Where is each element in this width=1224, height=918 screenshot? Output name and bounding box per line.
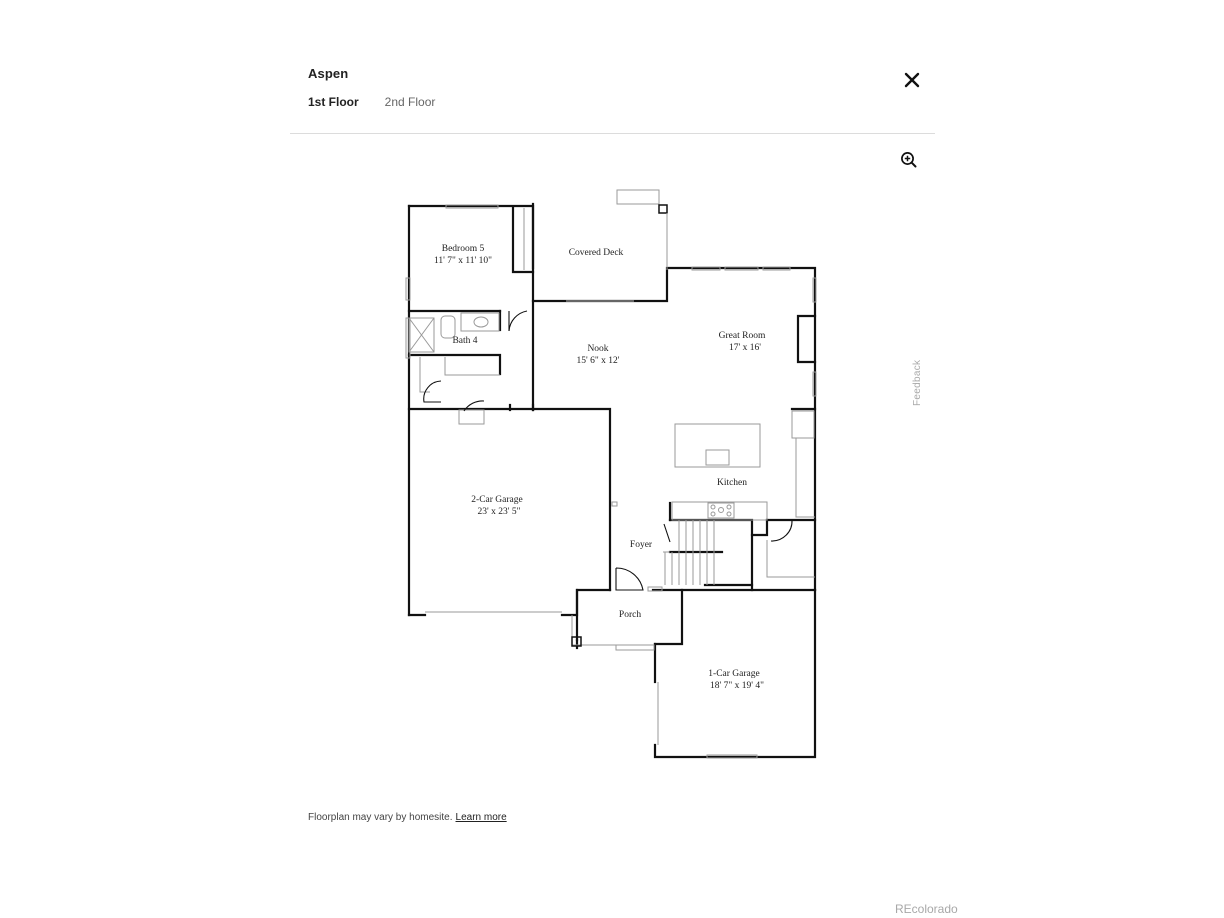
zoom-in-button[interactable] <box>900 151 918 169</box>
disclaimer: Floorplan may vary by homesite.Learn mor… <box>308 812 507 823</box>
room-dims-1-car-garage: 18' 7" x 19' 4" <box>710 681 764 691</box>
tab-1st-floor[interactable]: 1st Floor <box>308 95 359 109</box>
room-label-foyer: Foyer <box>630 540 653 550</box>
watermark: REcolorado <box>895 902 958 916</box>
close-icon <box>904 72 920 88</box>
room-label-bedroom-5: Bedroom 5 <box>442 244 485 254</box>
room-label-nook: Nook <box>587 344 608 354</box>
room-label-1-car-garage: 1-Car Garage <box>708 669 759 679</box>
room-label-kitchen: Kitchen <box>717 478 747 488</box>
room-label-great-room: Great Room <box>719 331 766 341</box>
plan-title: Aspen <box>308 66 349 81</box>
room-label-covered-deck: Covered Deck <box>569 248 624 258</box>
feedback-tab[interactable]: Feedback <box>912 359 923 406</box>
learn-more-link[interactable]: Learn more <box>455 812 507 823</box>
room-dims-bedroom-5: 11' 7" x 11' 10" <box>434 256 492 266</box>
disclaimer-text: Floorplan may vary by homesite. <box>308 812 453 823</box>
room-label-2-car-garage: 2-Car Garage <box>471 495 522 505</box>
close-button[interactable] <box>902 70 922 90</box>
tab-2nd-floor[interactable]: 2nd Floor <box>384 95 436 109</box>
room-label-porch: Porch <box>619 610 641 620</box>
room-label-bath-4: Bath 4 <box>452 336 477 346</box>
zoom-in-icon <box>901 152 917 168</box>
floor-tabs: 1st Floor 2nd Floor <box>308 95 435 109</box>
room-dims-great-room: 17' x 16' <box>729 343 761 353</box>
room-dims-nook: 15' 6" x 12' <box>577 356 620 366</box>
room-dims-2-car-garage: 23' x 23' 5" <box>478 507 521 517</box>
floorplan-modal: Aspen 1st Floor 2nd Floor Floorplan may … <box>290 0 935 918</box>
header-divider <box>290 133 935 134</box>
